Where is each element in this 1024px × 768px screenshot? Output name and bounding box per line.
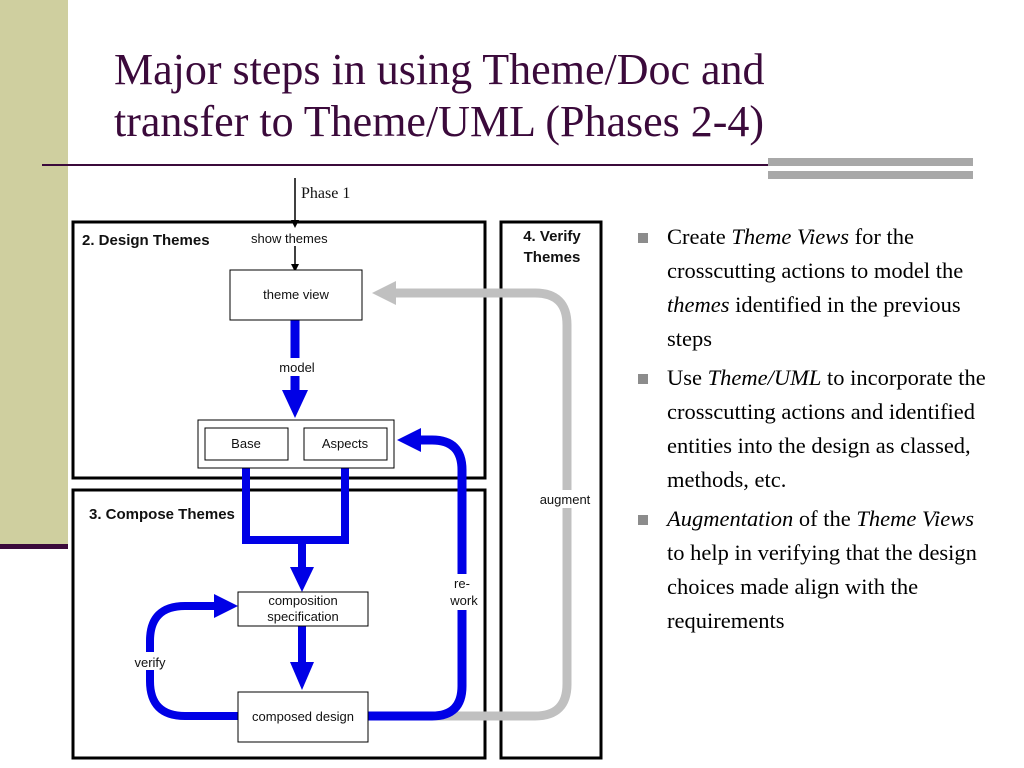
composition-spec-box	[237, 591, 369, 627]
bullet-text: for the crosscutting actions to model th…	[667, 224, 964, 283]
base-box	[204, 427, 289, 461]
composed-design-label: composed design	[252, 709, 354, 724]
title-accent-bar-top	[768, 158, 973, 166]
show-themes-label: show themes	[251, 231, 328, 246]
theme-view-box	[229, 269, 363, 321]
rework-label-line1: re-	[454, 576, 470, 591]
model-label-bg	[270, 358, 324, 376]
bullet-emphasis: themes	[667, 292, 730, 317]
rework-arrowhead	[397, 428, 421, 452]
composition-spec-label-line1: composition	[268, 593, 337, 608]
augment-label: augment	[540, 492, 591, 507]
bullet-emphasis: Theme/UML	[707, 365, 822, 390]
base-label: Base	[231, 436, 261, 451]
augment-label-bg	[534, 490, 598, 508]
bullet-square-icon	[638, 374, 648, 384]
title-divider	[42, 164, 972, 166]
theme-view-label: theme view	[263, 287, 329, 302]
bullet-text: Create	[667, 224, 732, 249]
rework-label-bg	[444, 574, 482, 610]
bullet-square-icon	[638, 233, 648, 243]
composition-spec-label-line2: specification	[267, 609, 339, 624]
bullet-text: identified in the previous steps	[667, 292, 961, 351]
base-to-compose-path	[242, 458, 300, 544]
rework-label-line2: work	[449, 593, 478, 608]
verify-themes-label-line2: Themes	[524, 249, 581, 266]
bullet-emphasis: Theme Views	[856, 506, 975, 531]
verify-themes-label-line1: 4. Verify	[523, 228, 581, 245]
slide-title: Major steps in using Theme/Doc and trans…	[114, 44, 974, 148]
design-themes-label: 2. Design Themes	[82, 232, 210, 249]
sidebar-decoration	[0, 0, 68, 548]
composed-design-box	[237, 691, 369, 743]
bullet-emphasis: Theme Views	[731, 224, 850, 249]
bullet-text: of the	[793, 506, 857, 531]
bullet-emphasis: Augmentation	[667, 506, 794, 531]
title-accent-bar-bottom	[768, 171, 973, 179]
model-label: model	[279, 360, 315, 375]
bullet-text: to incorporate the crosscutting actions …	[667, 365, 986, 492]
sidebar-rule	[0, 544, 68, 549]
slide-title-line1: Major steps in using Theme/Doc and	[114, 45, 765, 94]
aspects-label: Aspects	[322, 436, 369, 451]
bullet-square-icon	[638, 515, 648, 525]
bullet-text: Use	[667, 365, 708, 390]
phase1-label: Phase 1	[301, 185, 350, 202]
design-arrowhead	[290, 662, 314, 690]
compose-arrowhead	[290, 567, 314, 592]
bullet-text: to help in verifying that the design cho…	[667, 540, 977, 633]
bullet-item: Use Theme/UML to incorporate the crosscu…	[636, 361, 991, 497]
aspects-box	[303, 427, 388, 461]
augment-arrowhead	[372, 281, 396, 305]
verify-loop-arrowhead	[214, 594, 238, 618]
bullet-item: Augmentation of the Theme Views to help …	[636, 502, 991, 638]
aspects-to-compose-path	[295, 458, 349, 544]
model-arrowhead	[282, 390, 308, 418]
bullet-list: Create Theme Views for the crosscutting …	[636, 220, 991, 643]
slide-title-line2: transfer to Theme/UML (Phases 2-4)	[114, 97, 765, 146]
verify-label-bg	[126, 652, 174, 670]
compose-themes-label: 3. Compose Themes	[89, 506, 235, 523]
bullet-item: Create Theme Views for the crosscutting …	[636, 220, 991, 356]
verify-label: verify	[134, 655, 166, 670]
